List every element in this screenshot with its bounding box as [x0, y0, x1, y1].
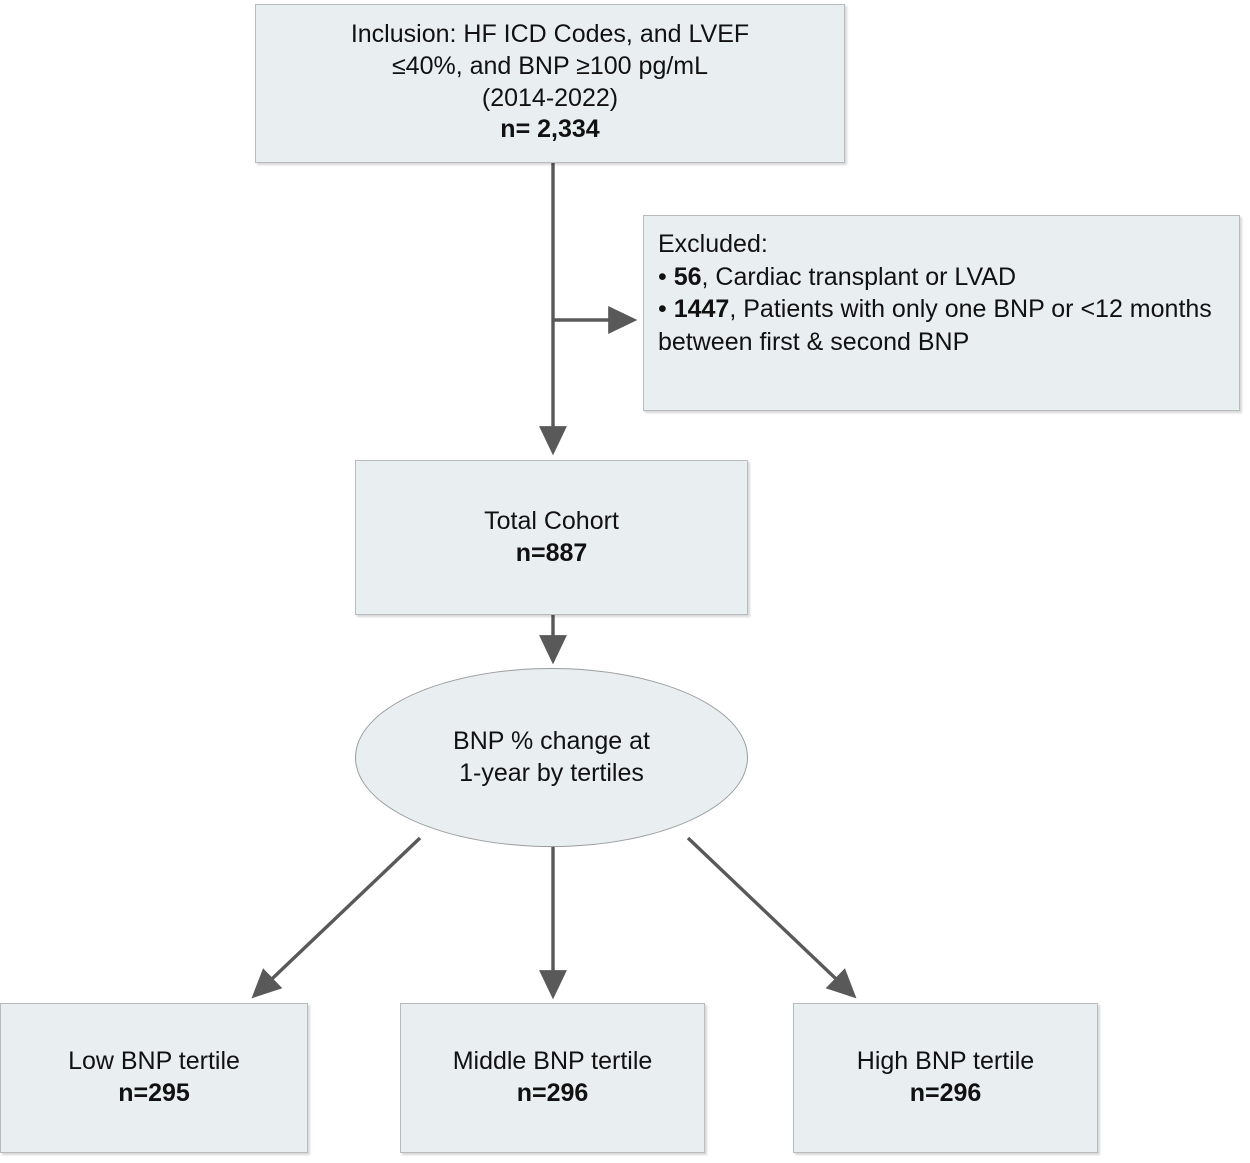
total-cohort-count: n=887	[515, 538, 588, 567]
inclusion-line-3: (2014-2022)	[481, 83, 619, 112]
connector-split-to-high	[686, 836, 857, 999]
inclusion-count: n= 2,334	[500, 115, 600, 144]
node-total-cohort: Total Cohort n=887	[355, 460, 748, 615]
high-tertile-label: High BNP tertile	[856, 1047, 1035, 1076]
low-tertile-label: Low BNP tertile	[68, 1047, 240, 1076]
split-line-1: BNP % change at	[453, 726, 650, 755]
excluded-heading: Excluded:	[658, 230, 768, 258]
low-tertile-count: n=295	[118, 1079, 190, 1107]
excluded-count-2: 1447	[673, 295, 730, 323]
excluded-bullet-1: •	[658, 262, 667, 291]
connector-split-to-low	[251, 836, 422, 999]
node-low-bnp-tertile: Low BNP tertile n=295	[0, 1003, 308, 1153]
middle-tertile-label: Middle BNP tertile	[452, 1047, 653, 1076]
inclusion-line-2: ≤40%, and BNP ≥100 pg/mL	[391, 51, 709, 80]
inclusion-line-1: Inclusion: HF ICD Codes, and LVEF	[350, 20, 750, 48]
excluded-item-2: • 1447, Patients with only one BNP or <1…	[658, 293, 1225, 358]
excluded-item-1: • 56, Cardiac transplant or LVAD	[658, 261, 1016, 294]
excluded-count-1: 56	[673, 262, 702, 291]
split-line-2: 1-year by tertiles	[459, 758, 644, 787]
excluded-text-2: , Patients with only one BNP or <12 mont…	[658, 295, 1212, 356]
node-high-bnp-tertile: High BNP tertile n=296	[793, 1003, 1098, 1153]
node-middle-bnp-tertile: Middle BNP tertile n=296	[400, 1003, 705, 1153]
excluded-text-1: , Cardiac transplant or LVAD	[701, 262, 1017, 291]
node-bnp-change-split: BNP % change at 1-year by tertiles	[355, 668, 748, 847]
excluded-bullet-2: •	[658, 295, 667, 323]
middle-tertile-count: n=296	[516, 1079, 589, 1107]
node-inclusion-criteria: Inclusion: HF ICD Codes, and LVEF ≤40%, …	[255, 4, 845, 163]
node-excluded: Excluded: • 56, Cardiac transplant or LV…	[643, 215, 1240, 411]
total-cohort-label: Total Cohort	[484, 506, 619, 535]
high-tertile-count: n=296	[909, 1079, 982, 1107]
